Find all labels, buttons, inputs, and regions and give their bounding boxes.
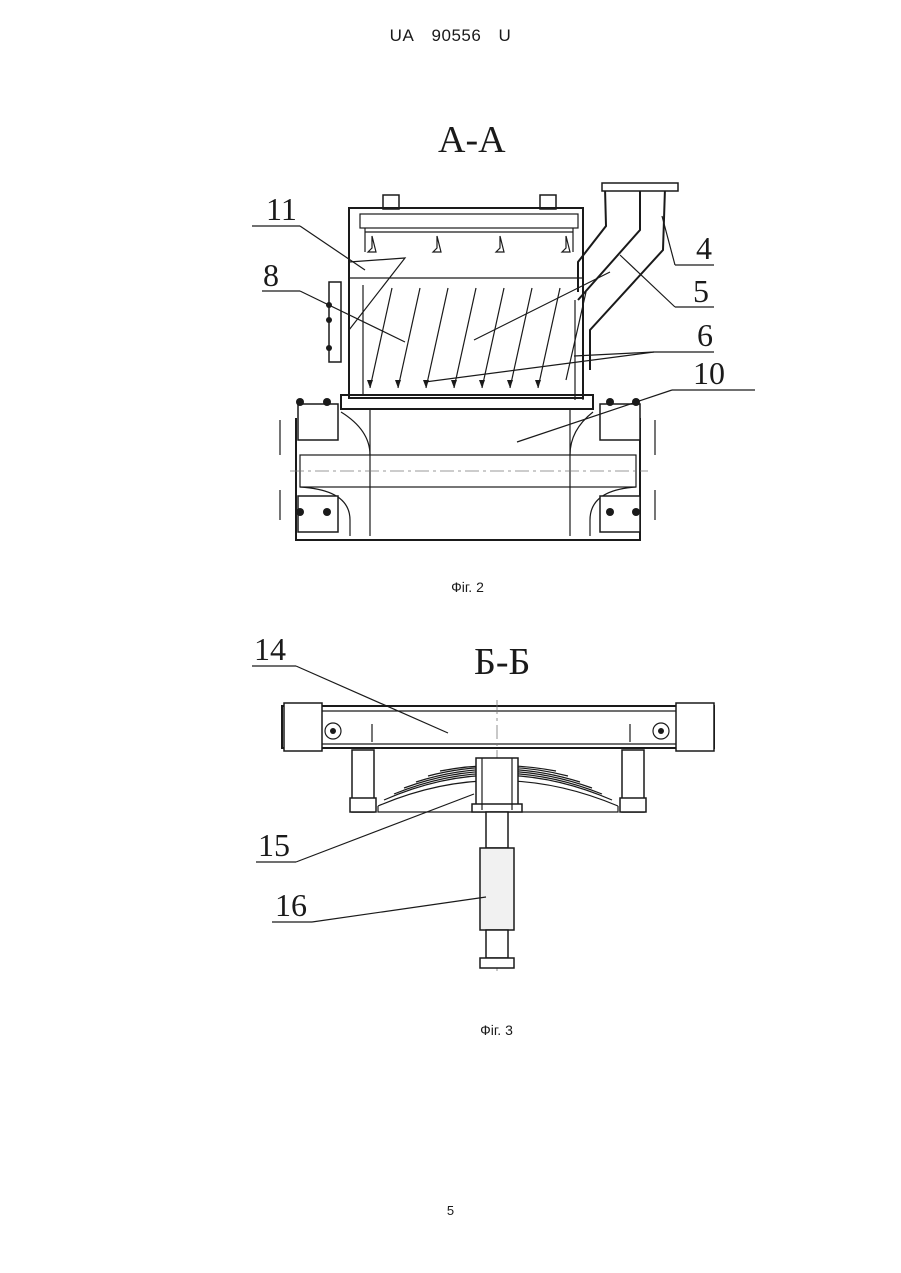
label-5: 5 — [693, 273, 709, 309]
bearing-left — [296, 398, 338, 532]
label-14: 14 — [254, 631, 286, 667]
label-10: 10 — [693, 355, 725, 391]
label-11: 11 — [266, 191, 297, 227]
beam-end-right — [676, 703, 714, 751]
pipe-right-wall — [590, 188, 665, 370]
top-bump-right — [540, 195, 556, 209]
section-title-b-b: Б-Б — [474, 640, 530, 684]
damper-base — [480, 958, 514, 968]
label-16: 16 — [275, 887, 307, 923]
beam-end-left — [284, 703, 322, 751]
spray-arrows — [367, 288, 586, 388]
nozzle-row — [368, 236, 570, 252]
label-4: 4 — [696, 230, 712, 266]
label-15: 15 — [258, 827, 290, 863]
top-bar — [360, 214, 578, 228]
figure-3-drawing — [282, 700, 714, 975]
damper-cylinder — [480, 848, 514, 930]
beam — [282, 706, 714, 748]
pipe-flange — [602, 183, 678, 191]
rod-lower — [486, 930, 508, 958]
label-8: 8 — [263, 257, 279, 293]
figure-3-caption: Фіг. 3 — [46, 1022, 901, 1038]
page-number: 5 — [0, 1203, 901, 1218]
bearing-right — [600, 398, 640, 532]
figure-2-caption: Фіг. 2 — [17, 579, 901, 595]
top-bump-left — [383, 195, 399, 209]
frame-outline — [296, 418, 640, 540]
rod-upper — [486, 812, 508, 848]
label-6: 6 — [697, 317, 713, 353]
